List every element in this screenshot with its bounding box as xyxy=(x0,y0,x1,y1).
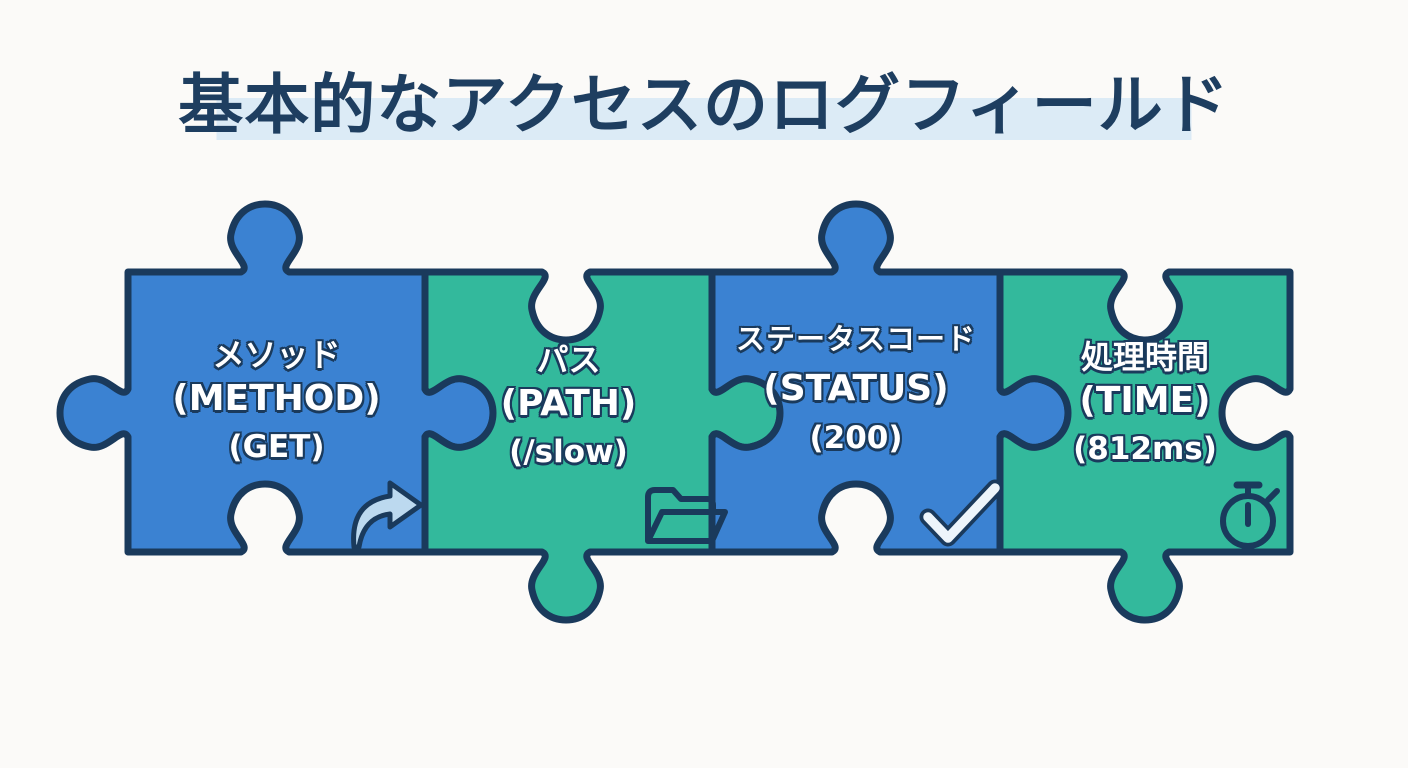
piece-status-label-group: ステータスコード (STATUS) (200) xyxy=(712,322,1000,457)
piece-method-label-group: メソッド (METHOD) (GET) xyxy=(128,338,425,465)
open-folder-icon xyxy=(645,487,728,544)
path-label-en: (PATH) xyxy=(500,382,637,424)
status-label-ja: ステータスコード xyxy=(735,322,976,356)
time-label-en: (TIME) xyxy=(1079,379,1211,421)
method-label-ja: メソッド xyxy=(212,336,341,374)
check-icon xyxy=(919,479,1004,547)
stopwatch-icon xyxy=(1220,481,1280,549)
status-label-en: (STATUS) xyxy=(763,368,949,410)
title-highlight-bar xyxy=(216,98,1192,140)
puzzle-piece-time-shape xyxy=(996,268,1294,624)
page-title: 基本的なアクセスのログフィールド xyxy=(0,0,1408,160)
path-value: (/slow) xyxy=(509,434,628,471)
page-title-text: 基本的なアクセスのログフィールド xyxy=(178,68,1230,143)
piece-path-label-group: パス (PATH) (/slow) xyxy=(425,343,712,470)
status-value: (200) xyxy=(809,420,903,457)
piece-time-label-group: 処理時間 (TIME) (812ms) xyxy=(1000,340,1290,467)
time-label-ja: 処理時間 xyxy=(1080,338,1209,376)
path-label-ja: パス xyxy=(536,341,601,379)
time-value: (812ms) xyxy=(1073,431,1217,468)
share-arrow-icon xyxy=(351,480,424,550)
method-value: (GET) xyxy=(228,429,325,466)
method-label-en: (METHOD) xyxy=(172,377,381,419)
